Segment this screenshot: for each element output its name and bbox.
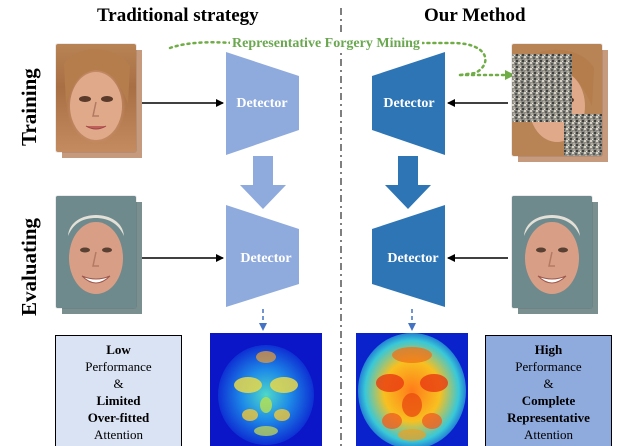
right-top-detector-shape — [372, 52, 445, 155]
right-column-title: Our Method — [424, 5, 526, 26]
left-box-line3: & — [113, 375, 124, 391]
man-face-photo-left — [56, 196, 136, 308]
noise-mask-patch-top — [512, 54, 572, 122]
woman-face-icon — [64, 49, 130, 140]
man-face-photo-right — [512, 196, 592, 308]
right-box-line6: Attention — [523, 426, 574, 442]
right-bottom-detector-shape — [372, 205, 445, 307]
noise-mask-patch-bottom — [564, 114, 602, 156]
right-box-line3: & — [543, 375, 554, 391]
left-bottom-detector-shape — [226, 205, 299, 307]
right-result-box: High Performance & Complete Representati… — [485, 335, 612, 446]
left-column-title: Traditional strategy — [97, 5, 259, 26]
right-box-line5: Representative — [507, 409, 590, 425]
woman-face-photo-right — [512, 44, 602, 156]
left-box-line2: Performance — [85, 358, 152, 374]
left-box-line1: Low — [106, 341, 131, 357]
left-bottom-detector-label: Detector — [240, 251, 292, 266]
right-box-line1: High — [534, 341, 563, 357]
left-result-box: Low Performance & Limited Over-fitted At… — [55, 335, 182, 446]
left-top-detector-shape — [226, 52, 299, 155]
right-box-line4: Complete — [521, 392, 576, 408]
attention-heatmap-left — [210, 333, 322, 446]
left-flow-down-arrow — [240, 156, 286, 209]
mining-curve — [168, 41, 487, 77]
right-box-line2: Performance — [515, 358, 582, 374]
mining-label: Representative Forgery Mining — [230, 36, 422, 52]
woman-face-noised-icon — [512, 49, 602, 156]
woman-face-photo-left — [56, 44, 136, 152]
attention-heatmap-right — [356, 333, 468, 446]
right-flow-down-arrow — [385, 156, 431, 209]
man-face-icon-right — [512, 196, 592, 308]
left-box-line6: Attention — [93, 426, 144, 442]
right-bottom-detector-label: Detector — [387, 251, 439, 266]
right-top-detector-label: Detector — [383, 96, 435, 111]
left-box-line4: Limited — [96, 392, 141, 408]
left-box-line5: Over-fitted — [87, 409, 150, 425]
left-top-detector-label: Detector — [236, 96, 288, 111]
man-face-icon — [56, 196, 136, 308]
